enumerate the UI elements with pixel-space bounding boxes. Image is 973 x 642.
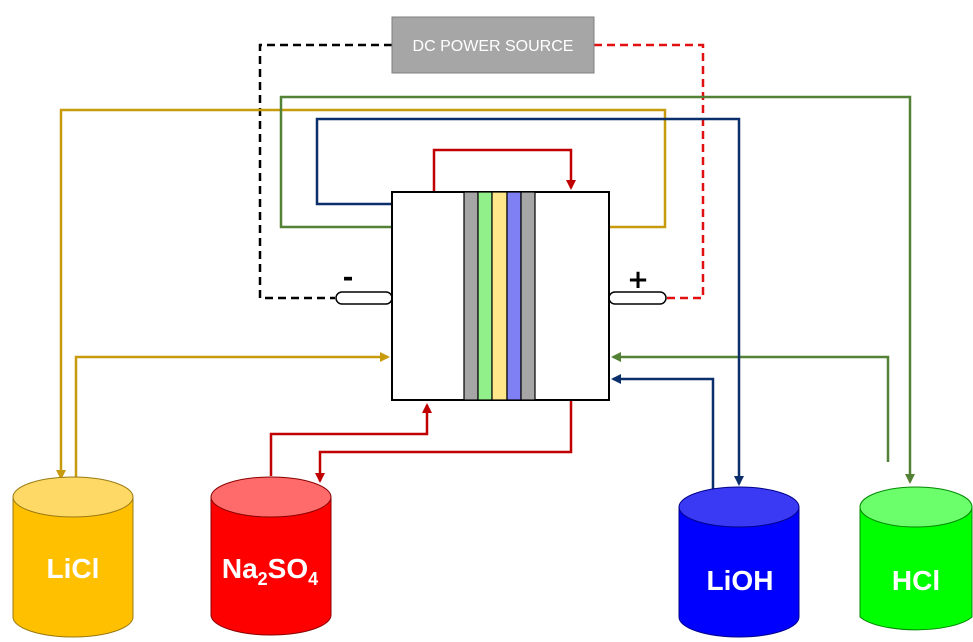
licl-label: LiCl xyxy=(47,553,100,584)
cathode-sign: - xyxy=(343,263,354,293)
hcl-return-line xyxy=(279,95,915,484)
power-source-label: DC POWER SOURCE xyxy=(413,38,574,55)
electrodialysis-cell xyxy=(391,191,610,401)
na2so4-label: Na2SO4 xyxy=(222,553,318,589)
hcl-feed-line xyxy=(611,352,890,462)
membrane-blue xyxy=(506,191,522,401)
anode-sign: + xyxy=(627,265,649,295)
lioh-feed-line xyxy=(611,374,715,489)
na2so4-tank: Na2SO4 xyxy=(210,476,332,636)
licl-tank: LiCl xyxy=(12,476,134,638)
membrane-green xyxy=(477,191,493,401)
cathode-electrode xyxy=(335,291,393,305)
na2so4-return-line xyxy=(315,400,573,483)
negative-wire xyxy=(258,43,392,300)
membrane-gray-2 xyxy=(520,191,536,401)
membrane-gray-1 xyxy=(463,191,479,401)
dc-power-source: DC POWER SOURCE xyxy=(391,16,595,74)
hcl-label: HCl xyxy=(892,565,940,596)
na2so4-feed-line xyxy=(269,403,432,476)
licl-feed-line xyxy=(74,352,390,478)
licl-return-line xyxy=(56,108,667,480)
positive-wire xyxy=(594,43,705,300)
na2so4-top-crossover xyxy=(432,148,576,192)
lioh-tank: LiOH xyxy=(678,486,800,638)
lioh-return-line xyxy=(315,117,744,486)
lioh-label: LiOH xyxy=(707,565,774,596)
hcl-tank: HCl xyxy=(859,486,973,631)
membrane-yellow xyxy=(491,191,508,401)
